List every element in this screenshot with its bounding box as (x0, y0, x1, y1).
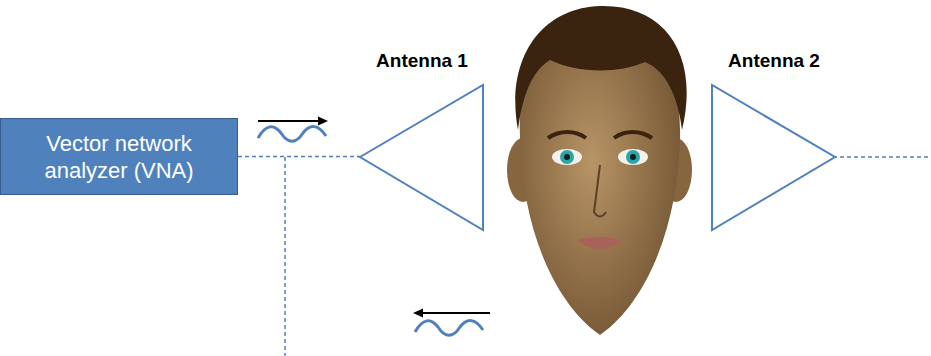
feed-line (238, 156, 360, 157)
antenna-symbol (708, 48, 840, 234)
feed-line (284, 157, 286, 356)
antenna: Antenna 1 (356, 48, 488, 234)
wave-arrow (258, 117, 328, 142)
antenna-symbol (356, 48, 488, 234)
antenna-label: Antenna 1 (356, 50, 488, 72)
instrument-box: Vector network analyzer (VNA) (0, 118, 238, 195)
wave-arrow (413, 309, 490, 336)
feed-line (833, 156, 931, 158)
human-head (507, 6, 692, 335)
box-label: Vector network analyzer (VNA) (11, 130, 227, 184)
antenna-label: Antenna 2 (708, 50, 840, 72)
antenna: Antenna 2 (708, 48, 840, 234)
